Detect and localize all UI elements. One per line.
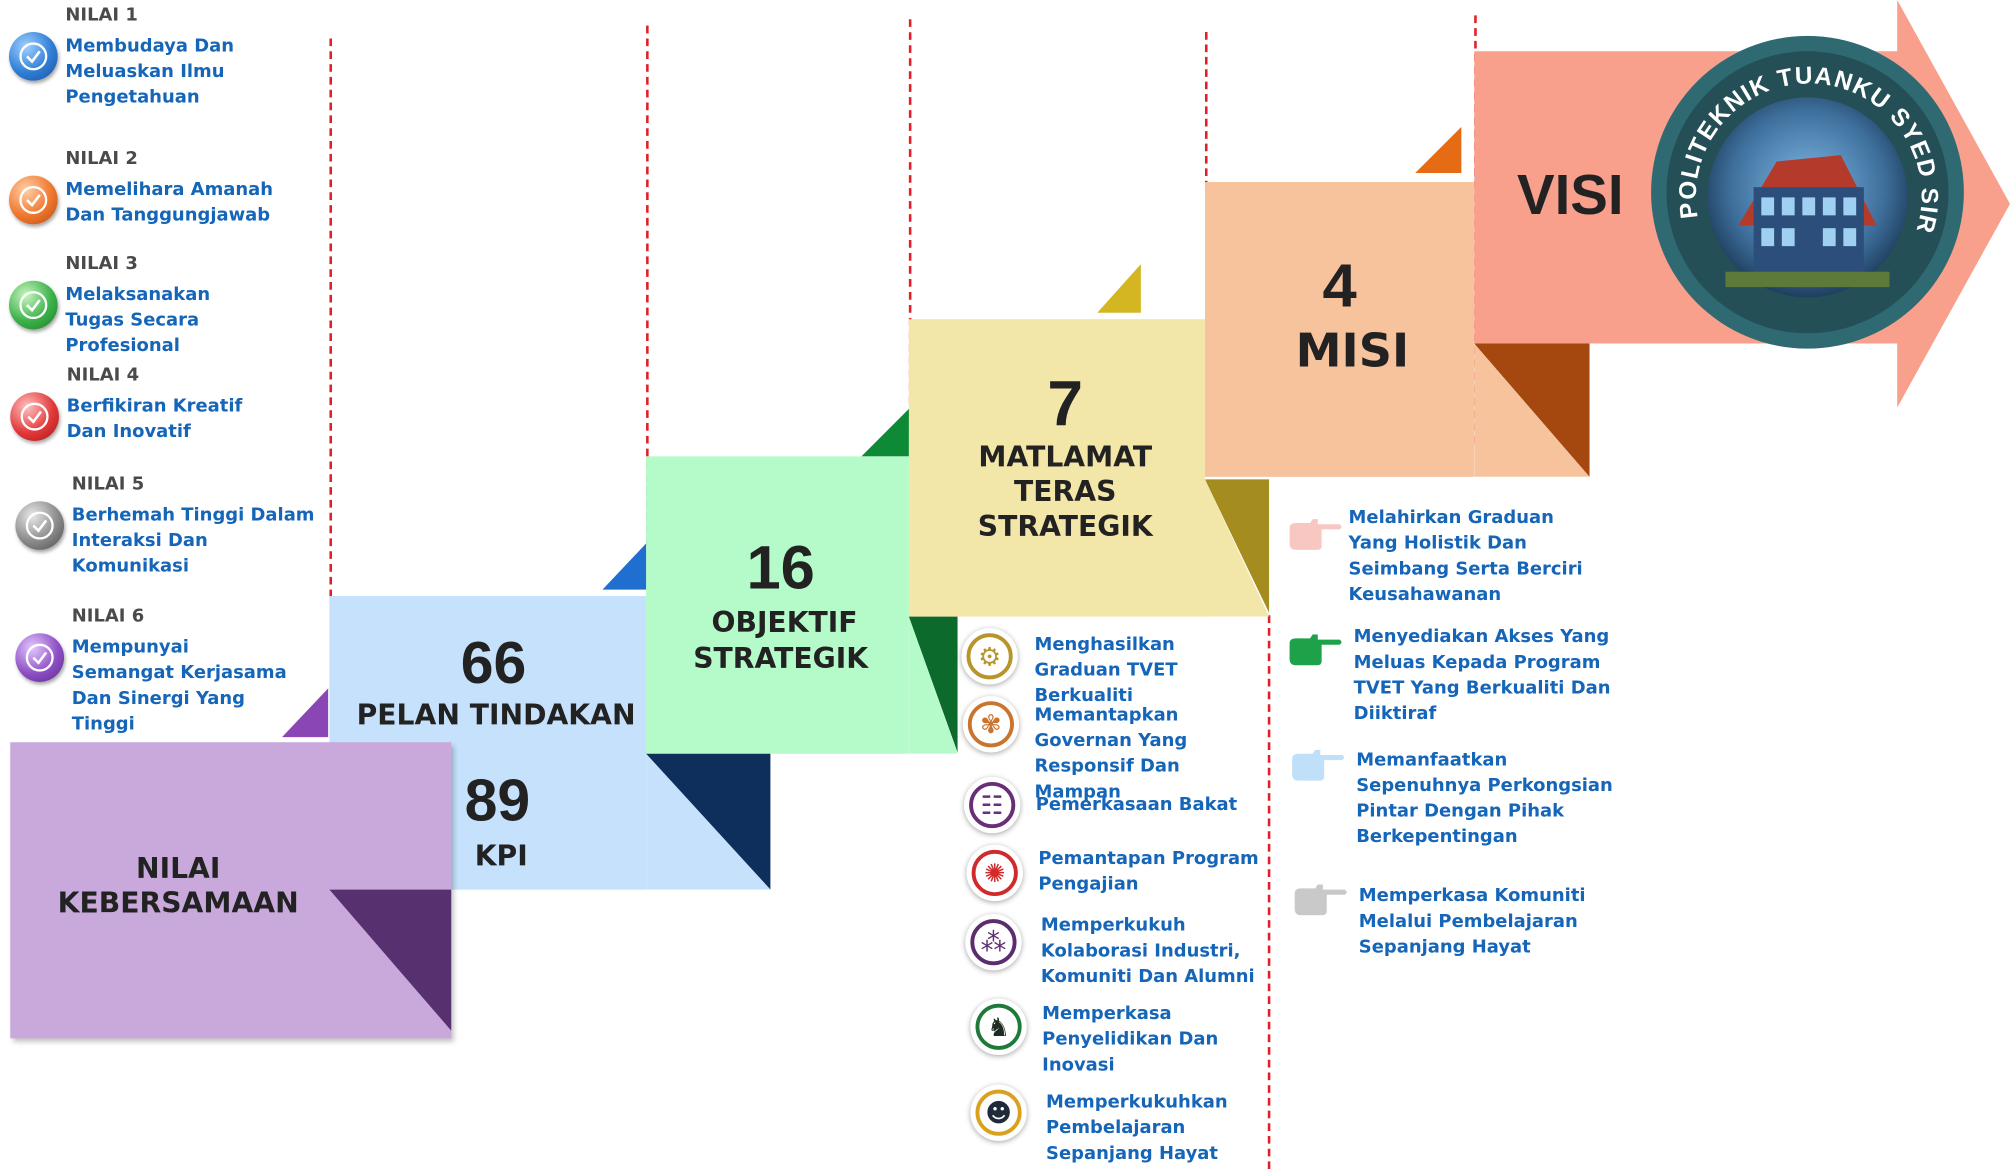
matlamat-line2: TERAS bbox=[1014, 476, 1117, 509]
guide-line bbox=[908, 19, 912, 417]
objektif-corner bbox=[861, 408, 909, 457]
bulb-gear-icon: ✺ bbox=[966, 844, 1023, 902]
misi-item-2: Menyediakan Akses Yang Meluas Kepada Pro… bbox=[1353, 626, 1611, 725]
misi-block bbox=[1204, 182, 1475, 477]
pointing-hand-icon bbox=[1287, 518, 1343, 551]
guide-line bbox=[329, 38, 333, 598]
network-icon: ⁂ bbox=[965, 913, 1022, 971]
objektif-line1: OBJEKTIF bbox=[711, 607, 858, 640]
check-icon bbox=[15, 501, 65, 550]
pointing-hand-icon bbox=[1290, 749, 1346, 782]
pelan-label: PELAN TINDAKAN bbox=[356, 699, 636, 732]
nilai-2-text: Memelihara Amanah Dan Tanggungjawab bbox=[65, 179, 274, 226]
matlamat-block bbox=[908, 319, 1205, 617]
misi-corner bbox=[1415, 126, 1462, 174]
pointing-hand-icon bbox=[1292, 883, 1348, 916]
misi-item-1: Melahirkan Graduan Yang Holistik Dan Sei… bbox=[1348, 507, 1583, 606]
nilai-6-text: Mempunyai Semangat Kerjasama Dan Sinergi… bbox=[71, 637, 287, 735]
check-icon bbox=[8, 175, 58, 225]
pelan-corner bbox=[602, 543, 647, 590]
kpi-number: 89 bbox=[464, 766, 531, 834]
horse-gear-icon: ♞ bbox=[970, 998, 1027, 1055]
objektif-line2: STRATEGIK bbox=[693, 643, 869, 676]
guide-line bbox=[1204, 32, 1208, 189]
misi-item-4: Memperkasa Komuniti Melalui Pembelajaran… bbox=[1358, 885, 1586, 958]
matlamat-number: 7 bbox=[1047, 367, 1084, 440]
nilai-2-heading: NILAI 2 bbox=[65, 148, 138, 170]
objektif-block bbox=[646, 456, 909, 754]
matlamat-item-7: Memperkukuhkan Pembelajaran Sepanjang Ha… bbox=[1046, 1092, 1228, 1164]
nilai-6-heading: NILAI 6 bbox=[71, 606, 145, 627]
matlamat-item-3: Pemerkasaan Bakat bbox=[1035, 794, 1238, 816]
nilai-kebersamaan-line1: NILAI bbox=[135, 853, 221, 886]
check-icon bbox=[8, 280, 58, 330]
guide-line bbox=[646, 25, 649, 547]
check-icon bbox=[15, 633, 65, 682]
polytechnic-logo: POLITEKNIK TUANKU SYED SIRAJUDDIN bbox=[1639, 12, 1967, 351]
nilai-kebersamaan-line2: KEBERSAMAAN bbox=[57, 888, 299, 921]
nilai-fold bbox=[329, 889, 452, 1031]
head-gear-icon: ☻ bbox=[970, 1084, 1027, 1141]
brain-icon: ✾ bbox=[962, 696, 1020, 753]
nilai-5-text: Berhemah Tinggi Dalam Interaksi Dan Komu… bbox=[71, 505, 315, 577]
gears-hand-icon: ⚙ bbox=[961, 628, 1018, 685]
nilai-1-heading: NILAI 1 bbox=[65, 5, 138, 26]
matlamat-item-5: Memperkukuh Kolaborasi Industri, Komunit… bbox=[1040, 915, 1255, 988]
check-icon bbox=[10, 392, 59, 441]
check-icon bbox=[8, 32, 58, 81]
nilai-3-heading: NILAI 3 bbox=[65, 253, 138, 275]
nilai-5-heading: NILAI 5 bbox=[71, 474, 145, 495]
pelan-number: 66 bbox=[460, 629, 527, 697]
matlamat-item-2: Memantapkan Governan Yang Responsif Dan … bbox=[1034, 705, 1188, 803]
nilai-4-heading: NILAI 4 bbox=[66, 365, 140, 386]
objektif-number: 16 bbox=[746, 534, 815, 603]
matlamat-item-6: Memperkasa Penyelidikan Dan Inovasi bbox=[1042, 1003, 1219, 1076]
kpi-label: KPI bbox=[474, 840, 528, 873]
misi-label: MISI bbox=[1295, 325, 1410, 379]
matlamat-line3: STRATEGIK bbox=[977, 511, 1153, 544]
nilai-4-text: Berfikiran Kreatif Dan Inovatif bbox=[66, 396, 243, 443]
nilai-3-text: Melaksanakan Tugas Secara Profesional bbox=[65, 284, 211, 357]
matlamat-item-1: Menghasilkan Graduan TVET Berkualiti bbox=[1034, 634, 1178, 707]
matlamat-corner bbox=[1097, 264, 1141, 313]
nilai-corner bbox=[282, 688, 329, 738]
team-icon: ☷ bbox=[963, 776, 1021, 834]
pointing-hand-icon bbox=[1287, 633, 1343, 666]
guide-line bbox=[1267, 615, 1271, 1169]
nilai-1-text: Membudaya Dan Meluaskan Ilmu Pengetahuan bbox=[65, 35, 234, 108]
misi-number: 4 bbox=[1322, 252, 1357, 321]
matlamat-item-4: Pemantapan Program Pengajian bbox=[1038, 848, 1259, 895]
visi-label: VISI bbox=[1517, 164, 1624, 227]
matlamat-line1: MATLAMAT bbox=[978, 442, 1153, 475]
misi-item-3: Memanfaatkan Sepenuhnya Perkongsian Pint… bbox=[1356, 749, 1613, 848]
